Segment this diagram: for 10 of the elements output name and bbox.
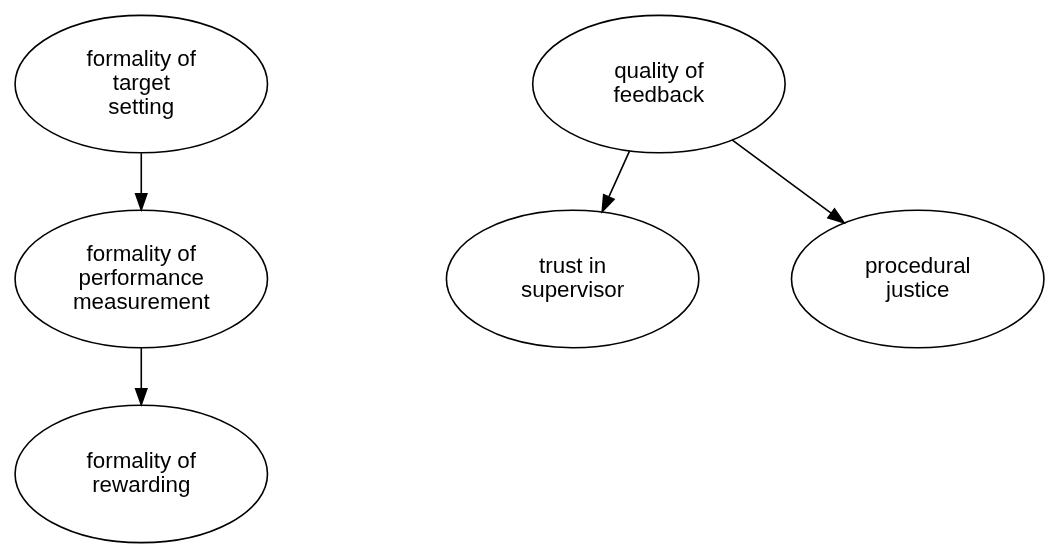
node-ellipse: formality of rewarding xyxy=(14,403,269,543)
node-ellipse: formality of target setting xyxy=(14,14,269,154)
arrow xyxy=(134,346,148,407)
node-ellipse: quality of feedback xyxy=(531,14,786,154)
arrow xyxy=(134,152,148,212)
arrow xyxy=(731,138,846,224)
node-ellipse: formality of performance measurement xyxy=(14,209,269,348)
node-ellipse: procedural justice xyxy=(790,209,1045,348)
node-ellipse: trust in supervisor xyxy=(445,209,700,348)
arrow xyxy=(601,149,631,214)
